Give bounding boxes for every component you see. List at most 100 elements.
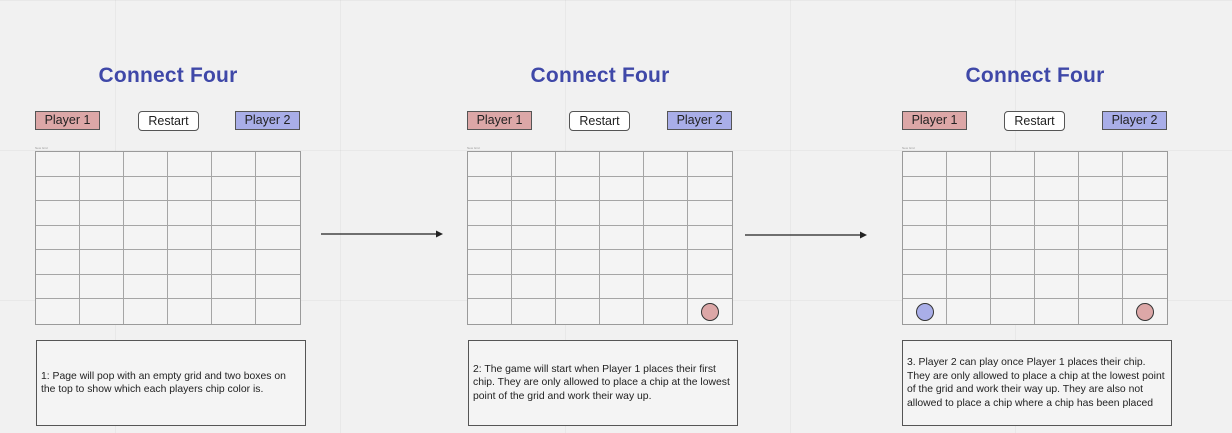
grid-cell[interactable] — [903, 274, 947, 300]
grid-cell[interactable] — [124, 152, 168, 177]
grid-cell[interactable] — [512, 299, 556, 324]
grid-cell[interactable] — [1123, 152, 1167, 177]
grid-cell[interactable] — [212, 176, 256, 202]
grid-cell[interactable] — [600, 225, 644, 251]
grid-cell[interactable] — [991, 176, 1035, 202]
grid-cell[interactable] — [644, 152, 688, 177]
grid-cell[interactable] — [256, 299, 300, 324]
grid-cell[interactable] — [468, 201, 512, 226]
restart-button[interactable]: Restart — [569, 111, 630, 131]
grid-cell[interactable] — [947, 201, 991, 226]
grid-cell[interactable] — [556, 299, 600, 324]
grid-cell[interactable] — [1035, 250, 1079, 275]
grid-cell[interactable] — [991, 274, 1035, 300]
grid-cell[interactable] — [1079, 201, 1123, 226]
game-board[interactable] — [35, 151, 301, 325]
grid-cell[interactable] — [124, 201, 168, 226]
grid-cell[interactable] — [947, 250, 991, 275]
grid-cell[interactable] — [256, 250, 300, 275]
grid-cell[interactable] — [600, 299, 644, 324]
grid-cell[interactable] — [1035, 176, 1079, 202]
grid-cell[interactable] — [256, 201, 300, 226]
grid-cell[interactable] — [1035, 152, 1079, 177]
grid-cell[interactable] — [36, 299, 80, 324]
grid-cell[interactable] — [80, 176, 124, 202]
grid-cell[interactable] — [1079, 274, 1123, 300]
grid-cell[interactable] — [36, 274, 80, 300]
grid-cell[interactable] — [168, 152, 212, 177]
grid-cell[interactable] — [1035, 274, 1079, 300]
grid-cell[interactable] — [556, 274, 600, 300]
grid-cell[interactable] — [644, 250, 688, 275]
grid-cell[interactable] — [644, 176, 688, 202]
grid-cell[interactable] — [80, 299, 124, 324]
grid-cell[interactable] — [556, 201, 600, 226]
grid-cell[interactable] — [644, 274, 688, 300]
grid-cell[interactable] — [36, 225, 80, 251]
grid-cell[interactable] — [1079, 299, 1123, 324]
grid-cell[interactable] — [512, 152, 556, 177]
grid-cell[interactable] — [212, 225, 256, 251]
grid-cell[interactable] — [1123, 226, 1167, 251]
grid-cell[interactable] — [556, 225, 600, 251]
grid-cell[interactable] — [80, 201, 124, 226]
restart-button[interactable]: Restart — [138, 111, 199, 131]
grid-cell[interactable] — [991, 250, 1035, 275]
grid-cell[interactable] — [168, 225, 212, 251]
grid-cell[interactable] — [1079, 225, 1123, 251]
grid-cell[interactable] — [124, 274, 168, 300]
grid-cell[interactable] — [903, 225, 947, 251]
grid-cell[interactable] — [1035, 225, 1079, 251]
grid-cell[interactable] — [468, 274, 512, 300]
grid-cell[interactable] — [644, 299, 688, 324]
grid-cell[interactable] — [556, 250, 600, 275]
grid-cell[interactable] — [1079, 176, 1123, 202]
grid-cell[interactable] — [688, 152, 732, 177]
grid-cell[interactable] — [36, 250, 80, 275]
grid-cell[interactable] — [600, 152, 644, 177]
grid-cell[interactable] — [991, 152, 1035, 177]
grid-cell[interactable] — [256, 275, 300, 300]
grid-cell[interactable] — [600, 201, 644, 226]
grid-cell[interactable] — [1123, 275, 1167, 300]
grid-cell[interactable] — [512, 201, 556, 226]
game-board[interactable] — [902, 151, 1168, 325]
grid-cell[interactable] — [1123, 250, 1167, 275]
grid-cell[interactable] — [688, 275, 732, 300]
grid-cell[interactable] — [36, 176, 80, 202]
grid-cell[interactable] — [256, 177, 300, 202]
grid-cell[interactable] — [168, 274, 212, 300]
grid-cell[interactable] — [512, 274, 556, 300]
grid-cell[interactable] — [124, 176, 168, 202]
grid-cell[interactable] — [947, 225, 991, 251]
grid-cell[interactable] — [600, 250, 644, 275]
grid-cell[interactable] — [600, 274, 644, 300]
grid-cell[interactable] — [991, 225, 1035, 251]
grid-cell[interactable] — [468, 225, 512, 251]
grid-cell[interactable] — [556, 152, 600, 177]
grid-cell[interactable] — [36, 152, 80, 177]
grid-cell[interactable] — [168, 299, 212, 324]
grid-cell[interactable] — [36, 201, 80, 226]
grid-cell[interactable] — [1035, 299, 1079, 324]
grid-cell[interactable] — [168, 250, 212, 275]
grid-cell[interactable] — [1123, 299, 1167, 324]
grid-cell[interactable] — [212, 201, 256, 226]
grid-cell[interactable] — [688, 226, 732, 251]
grid-cell[interactable] — [468, 250, 512, 275]
grid-cell[interactable] — [556, 176, 600, 202]
grid-cell[interactable] — [644, 225, 688, 251]
grid-cell[interactable] — [468, 152, 512, 177]
grid-cell[interactable] — [512, 176, 556, 202]
grid-cell[interactable] — [903, 176, 947, 202]
grid-cell[interactable] — [1079, 250, 1123, 275]
grid-cell[interactable] — [947, 152, 991, 177]
grid-cell[interactable] — [903, 250, 947, 275]
grid-cell[interactable] — [468, 176, 512, 202]
grid-cell[interactable] — [688, 201, 732, 226]
game-board[interactable] — [467, 151, 733, 325]
grid-cell[interactable] — [1123, 201, 1167, 226]
grid-cell[interactable] — [80, 152, 124, 177]
grid-cell[interactable] — [124, 225, 168, 251]
grid-cell[interactable] — [124, 299, 168, 324]
